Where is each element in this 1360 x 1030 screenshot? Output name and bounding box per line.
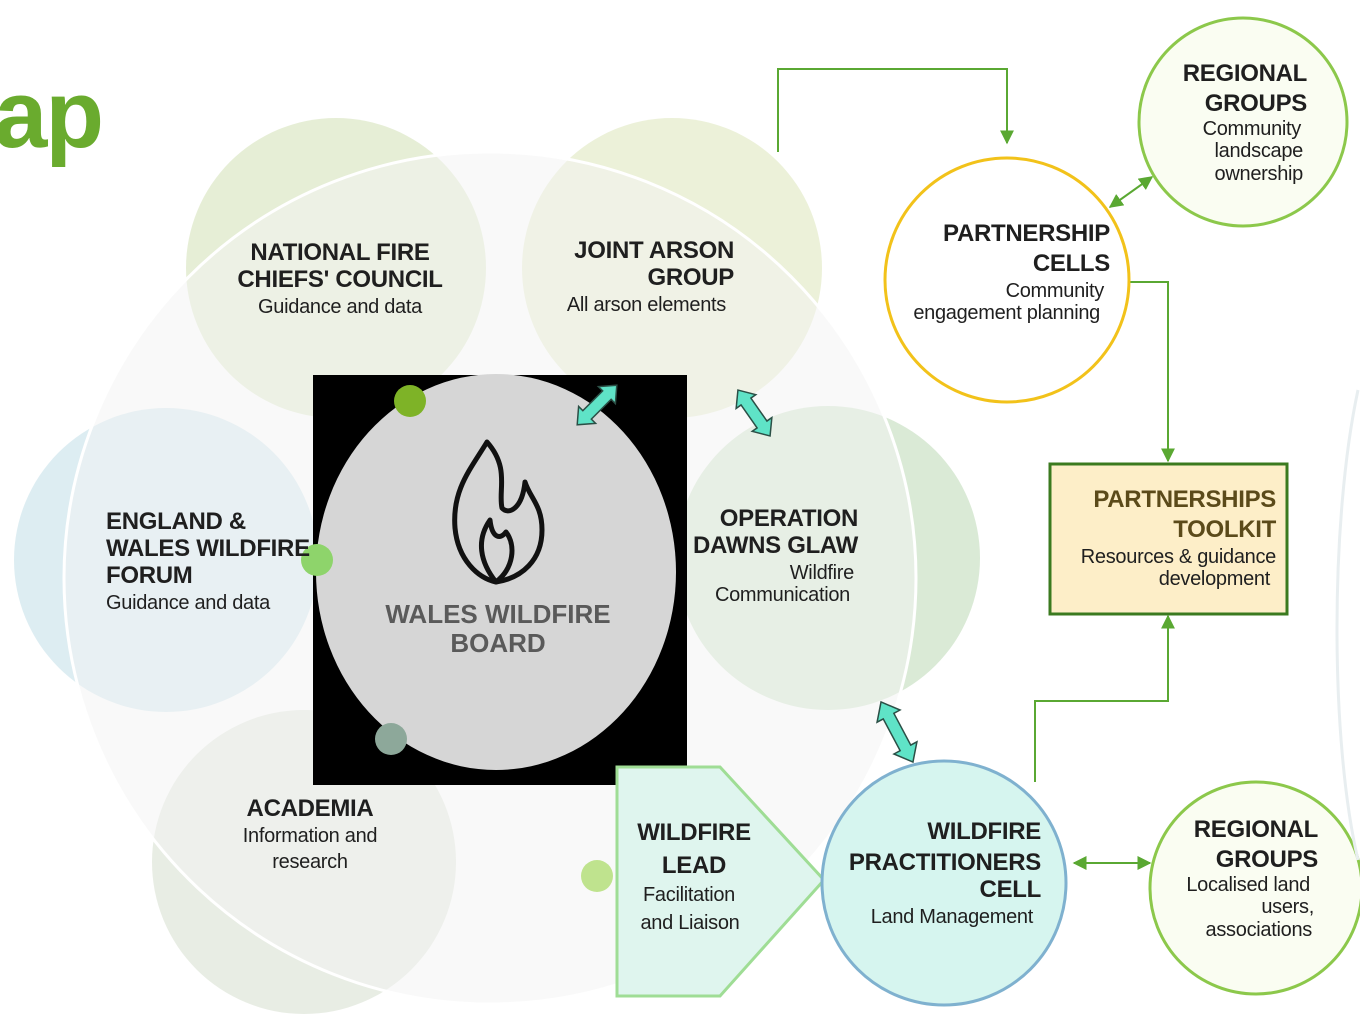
- board-label: WALES WILDFIRE BOARD: [376, 599, 620, 659]
- wpc-title-1: WILDFIRE: [927, 818, 1041, 845]
- rg-top-title-1: REGIONAL: [1182, 60, 1308, 87]
- odg-sub-1: Wildfire: [789, 561, 855, 584]
- rg-top-title-2: GROUPS: [1204, 89, 1308, 117]
- ncc-title-1: NATIONAL FIRE: [250, 239, 430, 266]
- rg-bottom-label: REGIONAL GROUPS Localised land users, as…: [1170, 816, 1319, 941]
- double-arrow-icon: [735, 389, 773, 437]
- ewwf-sub: Guidance and data: [106, 591, 270, 614]
- connector-wpc-toolkit: [1034, 614, 1175, 782]
- toolkit-sub-1: Resources & guidance: [1080, 545, 1277, 568]
- ewwf-label: ENGLAND & WALES WILDFIRE FORUM Guidance …: [106, 508, 316, 614]
- ncc-label: NATIONAL FIRE CHIEFS' COUNCIL Guidance a…: [220, 239, 460, 318]
- toolkit-title-1: PARTNERSHIPS: [1093, 486, 1276, 513]
- board-line-2: BOARD: [450, 628, 546, 659]
- jag-title-2: GROUP: [647, 263, 734, 291]
- edge-arc: [1335, 389, 1360, 861]
- academia-sub-1: Information and: [242, 824, 378, 847]
- odg-sub-2: Communication: [714, 584, 850, 607]
- flame-icon: [452, 439, 545, 585]
- pcells-title-1: PARTNERSHIP: [943, 220, 1110, 247]
- board-line-1: WALES WILDFIRE: [385, 599, 611, 629]
- wpc-title-2: PRACTITIONERS: [848, 848, 1041, 876]
- dot-lead: [581, 860, 613, 892]
- page-title-fragment: ap: [0, 61, 104, 168]
- rg-top-sub-2: landscape: [1214, 140, 1304, 163]
- rg-top-sub-1: Community: [1202, 117, 1302, 140]
- jag-label: JOINT ARSON GROUP All arson elements: [530, 237, 734, 316]
- rg-bottom-title-1: REGIONAL: [1193, 816, 1319, 843]
- dot-academia: [375, 723, 407, 755]
- connector-jag-pcells: [777, 68, 1014, 152]
- connector-pcells-toolkit: [1120, 281, 1175, 463]
- academia-sub-2: research: [272, 851, 348, 874]
- lead-label: WILDFIRE LEAD Facilitation and Liaison: [620, 819, 768, 935]
- board-circle: [316, 374, 676, 770]
- partnership-cells-circle: [883, 156, 1131, 404]
- connector-pcells-rg: [1108, 176, 1154, 208]
- academia-title: ACADEMIA: [246, 795, 374, 822]
- rg-bottom-sub-3: associations: [1205, 918, 1313, 941]
- ncc-title-2: CHIEFS' COUNCIL: [237, 265, 443, 293]
- odg-title-2: DAWNS GLAW: [693, 531, 858, 559]
- ewwf-title-2: WALES WILDFIRE: [106, 534, 310, 562]
- toolkit-label: PARTNERSHIPS TOOLKIT Resources & guidanc…: [1058, 486, 1277, 591]
- double-arrow-icon: [576, 384, 618, 426]
- wpc-sub: Land Management: [870, 905, 1034, 928]
- lead-shape: [615, 765, 827, 998]
- wpc-title-3: CELL: [979, 875, 1042, 903]
- pcells-label: PARTNERSHIP CELLS Community engagement p…: [890, 220, 1110, 325]
- dot-ewwf: [301, 544, 333, 576]
- lead-title-1: WILDFIRE: [637, 819, 751, 846]
- pcells-sub-1: Community: [1005, 279, 1105, 302]
- regional-groups-top-circle: [1137, 16, 1349, 228]
- wpc-label: WILDFIRE PRACTITIONERS CELL Land Managem…: [836, 818, 1042, 928]
- rg-bottom-sub-2: users,: [1261, 896, 1314, 919]
- jag-sub: All arson elements: [566, 293, 726, 316]
- rg-top-label: REGIONAL GROUPS Community landscape owne…: [1160, 60, 1308, 185]
- ewwf-title-3: FORUM: [106, 561, 193, 589]
- rg-bottom-sub-1: Localised land: [1186, 873, 1310, 896]
- toolkit-title-2: TOOLKIT: [1173, 515, 1276, 543]
- pcells-sub-2: engagement planning: [913, 302, 1100, 325]
- ncc-sub: Guidance and data: [258, 295, 422, 318]
- double-arrow-icon: [876, 700, 918, 764]
- academia-label: ACADEMIA Information and research: [206, 795, 414, 874]
- jag-title-1: JOINT ARSON: [574, 237, 734, 264]
- dot-ncc: [394, 385, 426, 417]
- rg-top-sub-3: ownership: [1214, 162, 1304, 185]
- toolkit-sub-2: development: [1158, 568, 1271, 591]
- odg-label: OPERATION DAWNS GLAW Wildfire Communicat…: [680, 505, 859, 607]
- ewwf-title-1: ENGLAND &: [106, 508, 246, 535]
- pcells-title-2: CELLS: [1032, 249, 1110, 277]
- lead-sub-2: and Liaison: [640, 912, 740, 935]
- toolkit-box: [1048, 462, 1289, 616]
- lead-sub-1: Facilitation: [643, 883, 735, 906]
- lead-title-2: LEAD: [661, 851, 727, 879]
- regional-groups-bottom-circle: [1148, 780, 1360, 996]
- rg-bottom-title-2: GROUPS: [1215, 845, 1319, 873]
- odg-title-1: OPERATION: [719, 505, 859, 532]
- wpc-circle: [820, 759, 1068, 1007]
